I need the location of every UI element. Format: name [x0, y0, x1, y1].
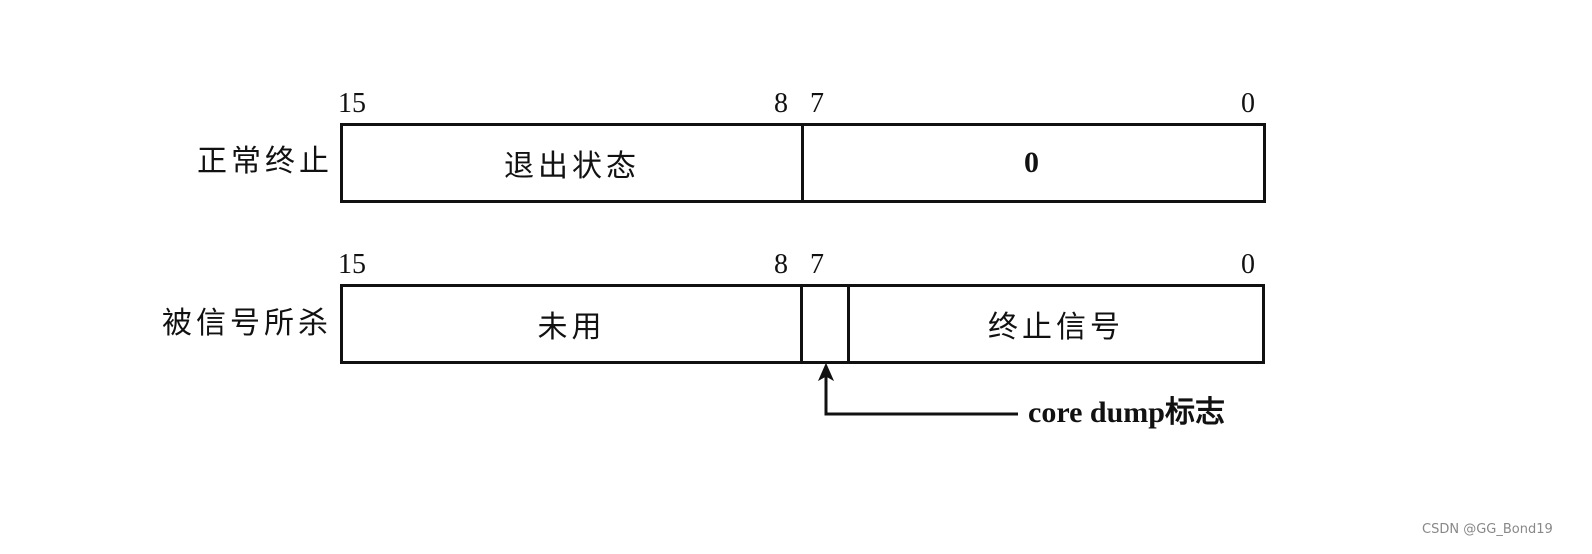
- row2-core-dump-bit-cell: [803, 284, 850, 364]
- row1-low-byte-text: 0: [1024, 146, 1043, 179]
- row2-term-signal-cell: 终止信号: [850, 284, 1265, 364]
- row2-unused-text: 未用: [537, 310, 606, 345]
- row1-bit-7-label: 7: [810, 88, 824, 119]
- row2-bit-8-label: 8: [774, 249, 788, 280]
- row2-bit-7-label: 7: [810, 249, 824, 280]
- core-dump-flag-cjk: 标志: [1164, 395, 1225, 430]
- row1-bit-15-label: 15: [338, 88, 366, 119]
- core-dump-arrow-line: [824, 370, 1018, 416]
- core-dump-flag-label: core dump标志: [1028, 398, 1225, 428]
- core-dump-arrow-head: [817, 362, 835, 382]
- row1-bit-0-label: 0: [1241, 88, 1255, 119]
- core-dump-flag-latin: core dump: [1028, 396, 1165, 429]
- row1-bit-8-label: 8: [774, 88, 788, 119]
- row2-term-signal-text: 终止信号: [988, 310, 1124, 345]
- row1-low-byte-cell: 0: [804, 123, 1266, 203]
- row1-exit-status-cell: 退出状态: [340, 123, 804, 203]
- row2-label: 被信号所杀: [162, 306, 332, 341]
- row1-label: 正常终止: [197, 144, 333, 179]
- row2-bit-15-label: 15: [338, 249, 366, 280]
- watermark: CSDN @GG_Bond19: [1422, 522, 1553, 537]
- row2-bit-0-label: 0: [1241, 249, 1255, 280]
- row1-exit-status-text: 退出状态: [504, 149, 640, 184]
- row2-unused-cell: 未用: [340, 284, 803, 364]
